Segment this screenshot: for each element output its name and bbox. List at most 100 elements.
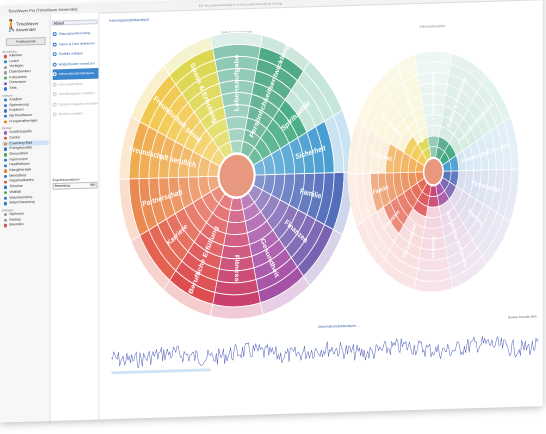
sidebar-item-icon [3,201,8,206]
wheel-cell [425,125,441,138]
sidebar-item[interactable]: Beenden [2,222,49,229]
wheel-segment[interactable] [442,116,520,172]
step-label: Handlungsplan erstellen [58,91,95,97]
wheel-segment[interactable] [210,197,264,320]
sidebar-item-icon [3,109,8,113]
sidebar-item-icon [3,180,8,184]
sidebar-item-icon [3,169,8,173]
informationsfeld-link[interactable]: Informationsfeldanalyse ... [318,323,360,329]
wheel-cell [424,215,443,229]
wheel-segment[interactable] [439,176,511,266]
window-title: TimeWaver Pro [TimeWaver Anwender] [7,6,78,14]
step-label: Radbild anlegen [58,51,84,57]
sidebar-item-icon [3,76,8,80]
sidebar-item[interactable]: Sets [2,85,49,92]
step-circle-icon [52,82,57,87]
sidebar-item-icon [3,103,8,108]
wheel-cell [227,128,246,143]
results-field[interactable]: Bewertung 860 [52,181,98,190]
logo-line2: Anwender [15,26,37,33]
sidebar-item-icon [3,65,8,69]
status-right: Browse Freunde 80% [508,314,537,320]
wheel-segment[interactable] [118,114,221,180]
sidebar-item-icon [3,120,8,124]
sidebar-item-icon [3,87,8,91]
wheel-cell [227,208,246,224]
main-panel: Informationsfeldanalyse Selbsteinschätzu… [99,0,542,419]
wheel-segment[interactable] [130,64,226,169]
wheel-segment[interactable] [210,31,264,154]
sidebar-item-icon [3,60,8,64]
step-label: Sitzungsvorbereitung [58,31,91,37]
sidebar-item-icon [3,142,8,146]
sidebar-item-icon [3,136,8,141]
sidebar-item-icon [3,218,8,222]
sidebar-item-icon [3,196,8,200]
waveform-scroll-thumb[interactable] [111,368,211,375]
wheel-cell [162,36,214,76]
wheel-cell [225,220,248,236]
results-score: 860 [90,182,96,187]
waveform [111,336,539,375]
sidebar-item-icon [3,147,8,151]
sidebar-item-icon [3,174,8,179]
workflow-header: Ablauf [51,19,98,26]
step-circle-icon [52,42,57,47]
sidebar-item-icon [3,213,8,217]
step-label: Optimierungsplan erstellen [58,101,99,107]
wheel-segment[interactable] [414,185,453,293]
results-section: Ergebnisanalysen Bewertung 860 [52,177,98,190]
wheel-segment[interactable] [379,54,432,162]
sidebar-item-icon [3,158,8,162]
wheel-segment[interactable] [247,182,343,287]
app-window: TimeWaver Pro [TimeWaver Anwender] Ein I… [0,0,543,423]
step-circle-icon [52,32,57,37]
step-label: Informationsfeldanalyse [58,71,95,77]
sidebar-item-icon [3,98,8,102]
step-circle-icon [52,62,57,67]
workflow-step[interactable]: Bericht erstellen [52,108,99,119]
wheel-charts: Selbsteinschätzung Informationsfeld Lebe… [118,24,520,320]
sidebar-item[interactable]: WaveStreaming [2,200,49,207]
sidebar-item-icon [3,153,8,157]
wheel-segment[interactable] [162,36,233,160]
wheel-label: Lebensaufgabe [431,72,436,120]
wheel-segment[interactable] [435,53,488,161]
wheel-label: Fitness [431,236,436,259]
wheel-label: Lebensaufgabe [234,54,240,111]
sidebar-item-icon [3,185,8,190]
sidebar: 🚶 TimeWaver Anwender Professional Verwal… [0,14,51,423]
wheel-segment[interactable] [379,182,432,291]
wheel-cell [225,116,248,131]
step-label: Vision & Ziele definieren [58,41,95,47]
wheel-cell [425,205,441,219]
waveform-line [111,336,539,368]
step-label: Lösungsanalyse [58,81,84,87]
step-circle-icon [52,112,57,117]
step-label: Bericht erstellen [58,111,83,117]
sidebar-item-icon [3,54,8,59]
sidebar-item-icon [3,131,8,135]
wheel-hub [218,153,255,198]
sidebar-item-icon [3,114,8,119]
step-circle-icon [52,92,57,97]
sidebar-item-icon [3,163,8,168]
wheel-label: Fitness [233,255,239,282]
sidebar-item[interactable]: Frequenztherapie [2,118,49,125]
wheel-cell [379,54,417,88]
step-circle-icon [52,102,57,107]
wheel-segment[interactable] [442,168,520,224]
wheel-segment[interactable] [356,78,428,168]
professional-button[interactable]: Professional [5,37,46,47]
sidebar-item-label: Sets [9,85,17,90]
sidebar-item-icon [3,81,8,86]
sidebar-item-label: WaveStreaming [9,200,35,205]
results-value: Bewertung [54,183,70,188]
sidebar-item-label: Frequenztherapie [9,118,38,123]
right-wheel-title: Informationsfeld [420,24,445,29]
